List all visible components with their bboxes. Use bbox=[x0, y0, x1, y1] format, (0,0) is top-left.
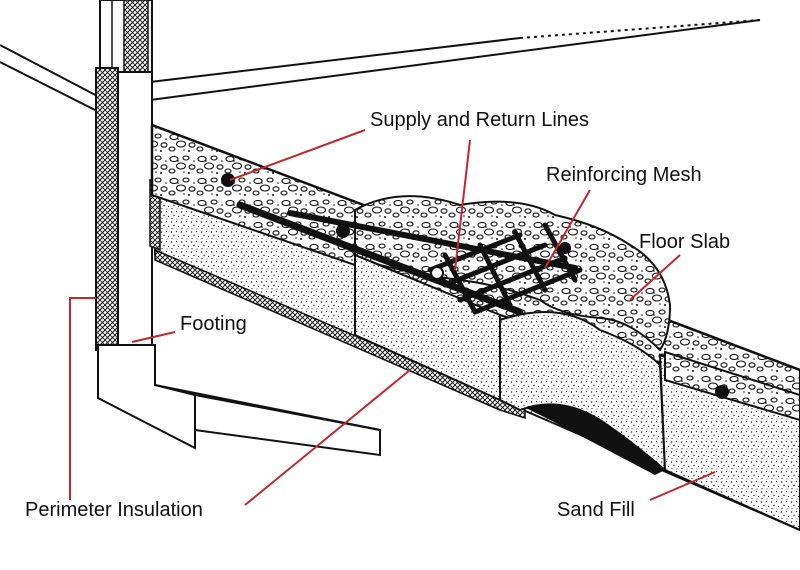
concrete-mound bbox=[354, 195, 672, 352]
label-reinforcing-mesh: Reinforcing Mesh bbox=[546, 164, 702, 186]
label-footing: Footing bbox=[180, 313, 247, 335]
leader-supply-return-2 bbox=[454, 139, 471, 271]
leader-floor-slab bbox=[629, 254, 681, 301]
wall-stud bbox=[99, 0, 153, 73]
leader-reinforcing-mesh bbox=[544, 189, 591, 269]
leader-lines bbox=[69, 129, 716, 506]
label-sand-fill: Sand Fill bbox=[557, 499, 635, 521]
foundation-wall bbox=[95, 67, 153, 381]
leader-perimeter-insulation-2 bbox=[244, 369, 411, 506]
tube-section-dots bbox=[221, 173, 729, 399]
footing bbox=[97, 344, 381, 457]
reinforcing-mesh bbox=[427, 222, 583, 315]
leader-perimeter-insulation bbox=[69, 297, 96, 500]
leader-supply-return bbox=[229, 129, 366, 181]
leader-sand-fill bbox=[649, 471, 716, 501]
label-perimeter-insulation: Perimeter Insulation bbox=[25, 499, 203, 521]
concrete-slab-right bbox=[664, 350, 800, 422]
label-floor-slab: Floor Slab bbox=[639, 231, 731, 253]
label-supply-return-lines: Supply and Return Lines bbox=[370, 109, 590, 131]
leader-footing bbox=[131, 331, 176, 343]
